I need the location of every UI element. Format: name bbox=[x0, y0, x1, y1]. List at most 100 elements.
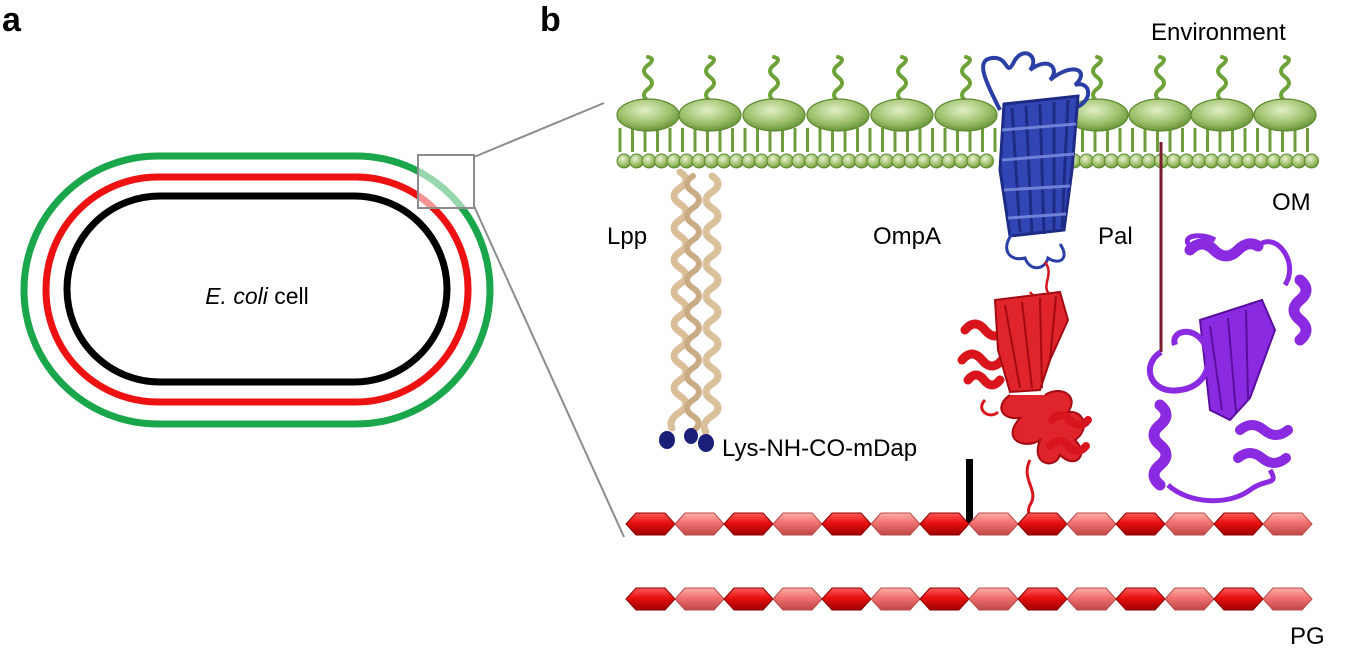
lps-head bbox=[616, 98, 680, 132]
outer-membrane-outline bbox=[20, 152, 494, 428]
lipid-inner-head bbox=[1291, 153, 1307, 169]
lpp-helix-3 bbox=[700, 172, 722, 436]
peptidoglycan-strand-upper bbox=[625, 512, 1313, 536]
pg-sugar-light bbox=[870, 587, 921, 611]
lipid-inner-head bbox=[791, 153, 807, 169]
panel-b: b bbox=[540, 1, 1325, 650]
environment-label: Environment bbox=[1151, 19, 1286, 46]
lipid-inner-head bbox=[1304, 153, 1319, 169]
pg-sugar-dark bbox=[625, 512, 676, 536]
pal-protein bbox=[1146, 233, 1312, 504]
lpp-protein bbox=[659, 168, 722, 452]
lipid-inner-head bbox=[1141, 153, 1157, 169]
lps-chain bbox=[642, 55, 654, 103]
pal-helix-top bbox=[1184, 238, 1264, 262]
pg-sugar-light bbox=[772, 587, 823, 611]
lipid-inner-head bbox=[616, 153, 632, 169]
lipid-inner-head bbox=[1116, 153, 1132, 169]
lipid-inner-head bbox=[916, 153, 932, 169]
pg-label: PG bbox=[1290, 623, 1325, 650]
pal-bottom-loop bbox=[1166, 468, 1276, 504]
lipid-inner-head bbox=[691, 153, 707, 169]
lipid-inner-head bbox=[929, 153, 944, 169]
pal-label: Pal bbox=[1098, 223, 1133, 250]
lps-chain bbox=[960, 55, 972, 103]
lipid-inner-head bbox=[641, 153, 657, 169]
ompa-domain-strands bbox=[1004, 295, 1057, 389]
lps-chain bbox=[1091, 55, 1103, 103]
lipid-inner-head bbox=[854, 153, 869, 169]
pg-sugar-light bbox=[870, 512, 921, 536]
lipid-inner-head bbox=[1204, 153, 1219, 169]
pg-sugar-dark bbox=[1115, 587, 1166, 611]
lps-head bbox=[742, 98, 806, 132]
lipid-inner-head bbox=[1254, 153, 1269, 169]
cell-label: E. coli cell bbox=[205, 283, 309, 309]
lps-head bbox=[1128, 98, 1192, 132]
pg-sugar-dark bbox=[1017, 587, 1068, 611]
crosslink-bar bbox=[966, 459, 973, 524]
lpp-helix-1 bbox=[667, 168, 690, 432]
pg-sugar-light bbox=[1262, 512, 1313, 536]
lps-chain bbox=[1154, 55, 1166, 103]
pal-loop-top bbox=[1185, 233, 1293, 287]
pg-sugar-dark bbox=[919, 512, 970, 536]
lipid-inner-head bbox=[1279, 153, 1294, 169]
inner-membrane-outline bbox=[63, 192, 451, 386]
lpp-label: Lpp bbox=[607, 223, 647, 250]
ompa-extracellular-loops bbox=[981, 51, 1091, 111]
lpp-helix-2 bbox=[684, 173, 702, 435]
lipid-inner-head bbox=[1166, 153, 1182, 169]
lipid-inner-head bbox=[904, 153, 919, 169]
peptidoglycan-outline bbox=[42, 173, 472, 406]
ompa-barrel bbox=[981, 51, 1091, 270]
lipid-inner-head bbox=[816, 153, 832, 169]
lpp-anchor-1 bbox=[659, 431, 675, 449]
pg-sugar-light bbox=[772, 512, 823, 536]
zoom-line-bottom bbox=[473, 205, 625, 538]
lipid-inner-head bbox=[1216, 153, 1232, 169]
pal-helix-left bbox=[1148, 399, 1172, 491]
lipid-inner-head bbox=[716, 153, 732, 169]
lipid-inner-head bbox=[1079, 153, 1094, 169]
lipid-inner-head bbox=[1179, 153, 1194, 169]
zoom-box bbox=[417, 154, 475, 209]
lps-chain bbox=[768, 55, 780, 103]
lipid-inner-head bbox=[779, 153, 794, 169]
crosslink-label: Lys-NH-CO-mDap bbox=[722, 435, 917, 462]
lipid-inner-head bbox=[1129, 153, 1144, 169]
ompa-c-domain bbox=[957, 261, 1092, 529]
lipid-inner-head bbox=[954, 153, 969, 169]
lps-head bbox=[806, 98, 870, 132]
lps-chain bbox=[704, 55, 716, 103]
pg-sugar-light bbox=[968, 587, 1019, 611]
pg-sugar-light bbox=[1066, 512, 1117, 536]
pg-sugar-light bbox=[674, 587, 725, 611]
ompa-domain-loop bbox=[980, 398, 1000, 417]
lipid-inner-head bbox=[879, 153, 894, 169]
lipid-inner-head bbox=[766, 153, 782, 169]
pg-sugar-dark bbox=[1115, 512, 1166, 536]
pg-sugar-dark bbox=[1213, 512, 1264, 536]
ompa-beta-strands bbox=[1001, 99, 1077, 235]
lps-head bbox=[934, 98, 998, 132]
lipid-inner-head bbox=[804, 153, 819, 169]
pal-strands bbox=[1209, 309, 1249, 413]
pg-sugar-dark bbox=[919, 587, 970, 611]
peptidoglycan-strand-lower bbox=[625, 587, 1313, 611]
lipid-inner-head bbox=[891, 153, 907, 169]
lipid-inner-head bbox=[966, 153, 982, 169]
pg-sugar-dark bbox=[723, 587, 774, 611]
panel-a: a E. coli cell bbox=[2, 1, 494, 428]
zoom-line-top bbox=[473, 102, 605, 158]
lipid-inner-head bbox=[754, 153, 769, 169]
ompa-domain-sheet bbox=[993, 290, 1070, 394]
pg-sugar-dark bbox=[821, 512, 872, 536]
lps-head bbox=[1253, 98, 1317, 132]
pg-sugar-dark bbox=[723, 512, 774, 536]
lipid-inner-head bbox=[679, 153, 694, 169]
lipid-inner-head bbox=[866, 153, 882, 169]
lipid-inner-head bbox=[1191, 153, 1207, 169]
lps-head bbox=[678, 98, 742, 132]
